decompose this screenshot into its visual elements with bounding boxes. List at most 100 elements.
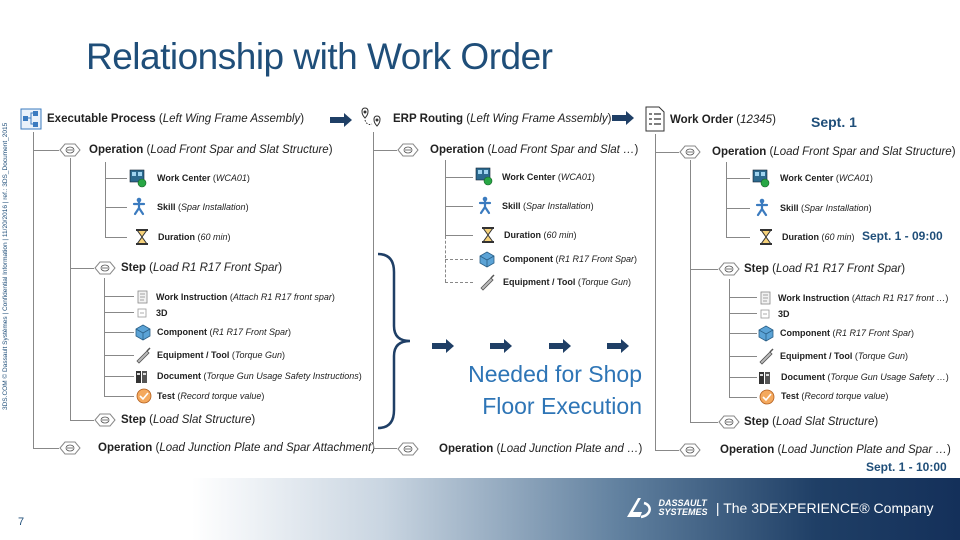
tree-line: [655, 134, 656, 450]
work-instruction-icon: [760, 291, 771, 305]
test-icon: [136, 388, 152, 404]
tree-node-3d[interactable]: 3D: [778, 309, 790, 319]
brand-top: DASSAULT: [658, 498, 707, 508]
tree-line: [729, 333, 757, 334]
flow-arrow-icon: [490, 339, 512, 353]
operation-icon: [59, 143, 81, 157]
tree-node-test[interactable]: Test (Record torque value): [157, 391, 265, 401]
work-center-icon: [129, 169, 147, 188]
tree-line: [690, 160, 691, 422]
tree-node-skill[interactable]: Skill (Spar Installation): [502, 201, 594, 211]
hourglass-icon: [481, 226, 495, 244]
flow-arrow-icon: [330, 113, 352, 127]
tree-line: [373, 448, 397, 449]
flow-arrow-icon: [612, 111, 634, 125]
tree-node-work-center[interactable]: Work Center (WCA01): [780, 173, 873, 183]
tree-node-equipment-tool[interactable]: Equipment / Tool (Torque Gun): [157, 350, 286, 360]
tree-node-work-order[interactable]: Work Order (12345): [670, 114, 776, 126]
tree-node-step[interactable]: Step (Load R1 R17 Front Spar): [121, 262, 283, 274]
skill-icon: [132, 197, 146, 216]
tree-line: [105, 162, 106, 238]
tree-line: [729, 377, 757, 378]
tree-line: [70, 158, 71, 420]
tree-node-operation[interactable]: Operation (Load Front Spar and Slat …): [430, 144, 639, 156]
tree-line: [729, 313, 757, 314]
tree-node-work-instruction[interactable]: Work Instruction (Attach R1 R17 front sp…: [156, 292, 335, 302]
hourglass-icon: [759, 228, 773, 246]
work-instruction-icon: [137, 290, 148, 304]
tree-node-component[interactable]: Component (R1 R17 Front Spar): [503, 254, 638, 264]
tree-line: [373, 150, 397, 151]
tree-line: [104, 332, 134, 333]
tree-node-operation[interactable]: Operation (Load Junction Plate and Spar …: [98, 442, 375, 454]
tree-node-step[interactable]: Step (Load Slat Structure): [121, 414, 256, 426]
brace-icon: [377, 252, 411, 430]
needed-line-1: Needed for Shop: [468, 361, 642, 387]
tree-node-3d[interactable]: 3D: [156, 308, 168, 318]
hourglass-icon: [135, 228, 149, 246]
tree-node-skill[interactable]: Skill (Spar Installation): [157, 202, 249, 212]
flow-arrow-icon: [607, 339, 629, 353]
tree-node-work-center[interactable]: Work Center (WCA01): [157, 173, 250, 183]
tree-node-operation[interactable]: Operation (Load Junction Plate and Spar …: [720, 444, 951, 456]
tree-node-component[interactable]: Component (R1 R17 Front Spar): [780, 328, 915, 338]
brand-tagline: | The 3DEXPERIENCE® Company: [715, 500, 934, 516]
tree-line: [445, 259, 473, 260]
tree-node-work-instruction[interactable]: Work Instruction (Attach R1 R17 front …): [778, 293, 949, 303]
tree-node-duration[interactable]: Duration (60 min): [504, 230, 577, 240]
work-order-icon: [645, 106, 665, 132]
tree-line: [729, 279, 730, 397]
tree-node-erp-routing[interactable]: ERP Routing (Left Wing Frame Assembly): [393, 113, 612, 125]
operation-icon: [397, 442, 419, 456]
tree-node-duration[interactable]: Duration (60 min): [158, 232, 231, 242]
date-label: Sept. 1: [811, 114, 857, 130]
tree-node-component[interactable]: Component (R1 R17 Front Spar): [157, 327, 292, 337]
tree-node-test[interactable]: Test (Record torque value): [781, 391, 889, 401]
tree-node-step[interactable]: Step (Load Slat Structure): [744, 416, 879, 428]
tree-node-equipment-tool[interactable]: Equipment / Tool (Torque Gun): [503, 277, 632, 287]
tree-line: [105, 237, 127, 238]
tree-node-operation[interactable]: Operation (Load Junction Plate and …): [439, 443, 643, 455]
skill-icon: [478, 196, 492, 215]
tree-node-document[interactable]: Document (Torque Gun Usage Safety Instru…: [157, 371, 362, 381]
tree-node-executable-process[interactable]: Executable Process (Left Wing Frame Asse…: [47, 113, 305, 125]
date-label: Sept. 1 - 09:00: [862, 229, 943, 243]
tree-line: [690, 269, 718, 270]
tree-node-work-center[interactable]: Work Center (WCA01): [502, 172, 595, 182]
tree-line: [445, 235, 473, 236]
operation-icon: [679, 443, 701, 457]
step-icon: [718, 262, 740, 276]
tree-line: [373, 132, 374, 448]
tree-node-skill[interactable]: Skill (Spar Installation): [780, 203, 872, 213]
tree-node-operation[interactable]: Operation (Load Front Spar and Slat Stru…: [89, 144, 333, 156]
tree-line: [104, 355, 134, 356]
tree-line: [445, 282, 473, 283]
tree-line: [104, 376, 134, 377]
tree-line: [104, 312, 134, 313]
step-icon: [94, 261, 116, 275]
tree-node-duration[interactable]: Duration (60 min): [782, 232, 855, 242]
erp-routing-icon: [361, 107, 381, 127]
work-center-icon: [475, 167, 493, 186]
page-title: Relationship with Work Order: [86, 36, 553, 77]
tree-node-document[interactable]: Document (Torque Gun Usage Safety …): [781, 372, 949, 382]
tree-node-step[interactable]: Step (Load R1 R17 Front Spar): [744, 263, 906, 275]
brand-bottom: SYSTEMES: [658, 507, 708, 517]
page-number: 7: [18, 516, 25, 528]
tree-node-operation[interactable]: Operation (Load Front Spar and Slat Stru…: [712, 146, 956, 158]
side-copyright-text: 3DS.COM © Dassault Systèmes | Confidenti…: [2, 122, 9, 410]
tree-node-equipment-tool[interactable]: Equipment / Tool (Torque Gun): [780, 351, 909, 361]
tool-icon: [480, 274, 495, 291]
tree-line: [726, 178, 750, 179]
tree-line: [690, 422, 718, 423]
tree-line: [729, 397, 757, 398]
flow-arrow-icon: [432, 339, 454, 353]
tree-line: [70, 420, 94, 421]
component-icon: [479, 251, 495, 268]
3d-icon: [760, 309, 770, 319]
tree-line: [729, 356, 757, 357]
operation-icon: [679, 145, 701, 159]
tool-icon: [136, 347, 151, 364]
